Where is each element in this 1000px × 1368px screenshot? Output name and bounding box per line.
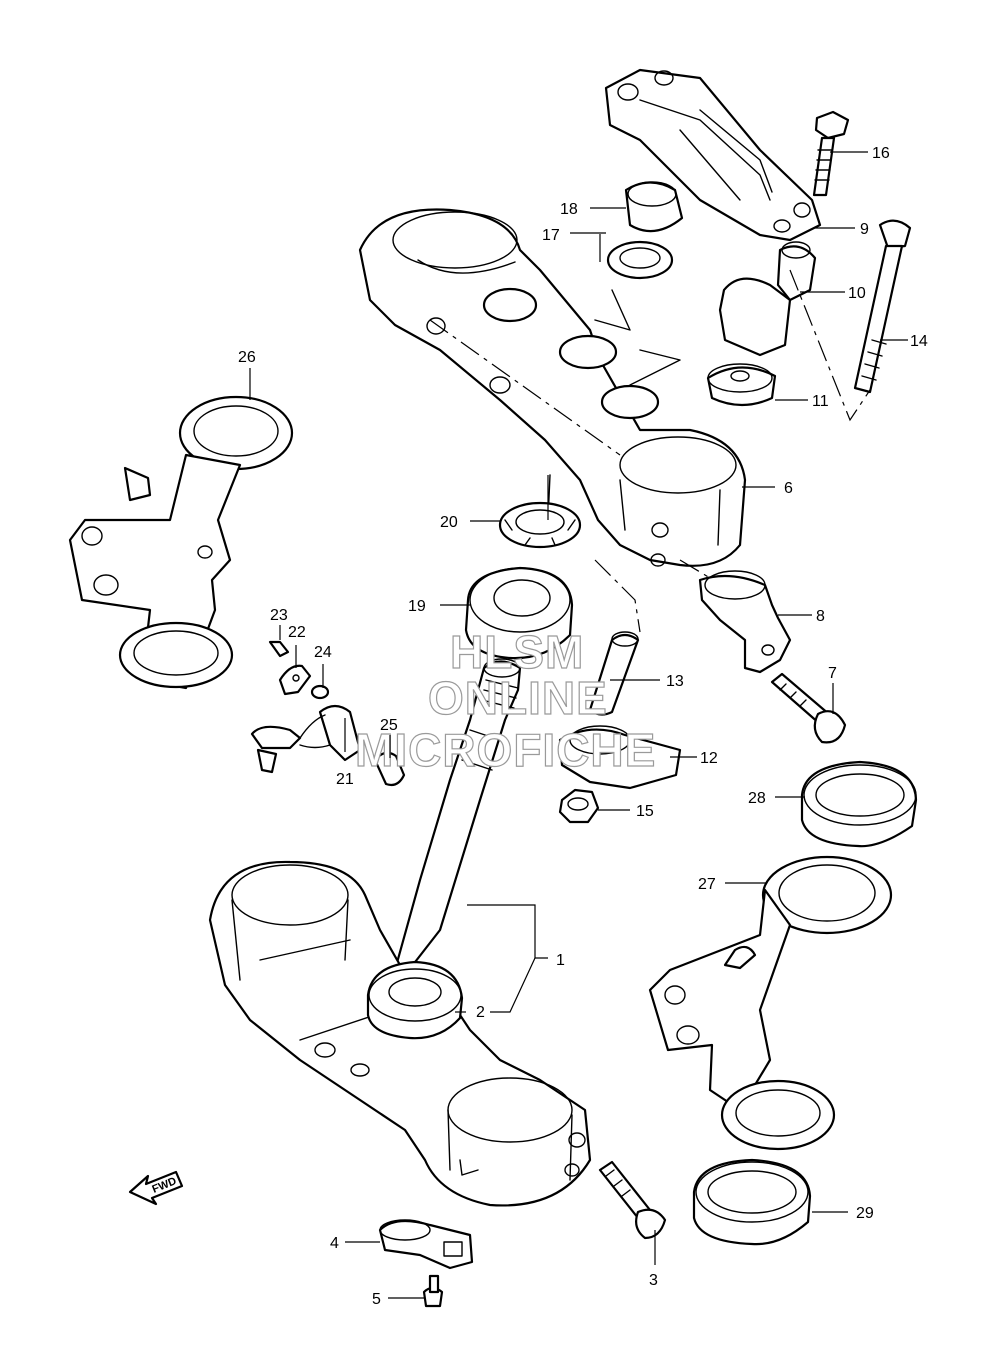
callout-13: 13 xyxy=(666,673,684,690)
callout-8: 8 xyxy=(816,608,825,625)
callout-10: 10 xyxy=(848,285,866,302)
callout-20: 20 xyxy=(440,514,458,531)
part-22-clip xyxy=(278,664,312,696)
part-26-left-bracket xyxy=(68,395,294,690)
part-25-cap xyxy=(373,751,406,787)
callout-19: 19 xyxy=(408,598,426,615)
watermark-line-1: HLSM xyxy=(450,626,584,678)
forward-direction-arrow-icon: FWD xyxy=(128,1170,184,1206)
callout-1: 1 xyxy=(556,952,565,969)
callout-2: 2 xyxy=(476,1004,485,1021)
callout-4: 4 xyxy=(330,1235,339,1252)
callout-16: 16 xyxy=(872,145,890,162)
callout-23: 23 xyxy=(270,607,288,624)
callout-17: 17 xyxy=(542,227,560,244)
callout-labels: 1 2 3 4 5 6 7 8 9 10 11 12 13 14 15 16 1… xyxy=(238,145,928,1308)
part-17-washer xyxy=(606,240,674,280)
callout-11: 11 xyxy=(812,393,829,410)
part-10-holder-block xyxy=(718,241,817,357)
part-9-handlebar-holder xyxy=(604,68,822,242)
callout-25: 25 xyxy=(380,717,398,734)
watermark: HLSM ONLINE MICROFICHE xyxy=(354,625,656,776)
assembly-guide-line xyxy=(429,269,871,633)
callout-22: 22 xyxy=(288,624,306,641)
part-28-dust-seal xyxy=(800,760,918,848)
callout-24: 24 xyxy=(314,644,332,661)
part-27-right-bracket xyxy=(648,855,893,1151)
callout-29: 29 xyxy=(856,1205,874,1222)
part-18-cap xyxy=(624,181,684,233)
callout-7: 7 xyxy=(828,665,837,682)
callout-3: 3 xyxy=(649,1272,658,1289)
callout-26: 26 xyxy=(238,349,256,366)
part-3-bolt xyxy=(598,1160,667,1240)
part-24-grommet xyxy=(310,684,330,700)
part-21-switch-harness xyxy=(250,704,362,774)
part-13-spacer xyxy=(588,631,640,716)
part-19-bearing xyxy=(464,566,574,660)
part-4-clamp xyxy=(378,1219,474,1270)
part-20-stem-nut xyxy=(498,501,582,549)
callout-18: 18 xyxy=(560,201,578,218)
callout-5: 5 xyxy=(372,1291,381,1308)
callout-15: 15 xyxy=(636,803,654,820)
watermark-line-2: ONLINE xyxy=(428,672,608,724)
part-6-upper-bracket xyxy=(358,208,747,567)
part-23-screw xyxy=(268,640,290,658)
callout-9: 9 xyxy=(860,221,869,238)
part-2-lower-bearing xyxy=(366,960,464,1040)
part-5-screw xyxy=(422,1274,444,1308)
part-14-long-bolt xyxy=(853,219,912,394)
leader-lines xyxy=(249,151,908,1299)
callout-6: 6 xyxy=(784,480,793,497)
callout-28: 28 xyxy=(748,790,766,807)
part-16-bolt xyxy=(812,110,850,197)
callout-14: 14 xyxy=(910,333,928,350)
part-11-cushion xyxy=(706,363,777,407)
part-29-dust-seal xyxy=(692,1158,812,1246)
watermark-line-3: MICROFICHE xyxy=(355,724,656,776)
callout-27: 27 xyxy=(698,876,716,893)
callout-12: 12 xyxy=(700,750,718,767)
part-8-bracket-plate xyxy=(698,570,792,674)
callout-21: 21 xyxy=(336,771,354,788)
part-7-bolt xyxy=(770,672,847,744)
part-15-nut xyxy=(558,788,600,824)
part-12-holder-clamp xyxy=(558,725,682,790)
